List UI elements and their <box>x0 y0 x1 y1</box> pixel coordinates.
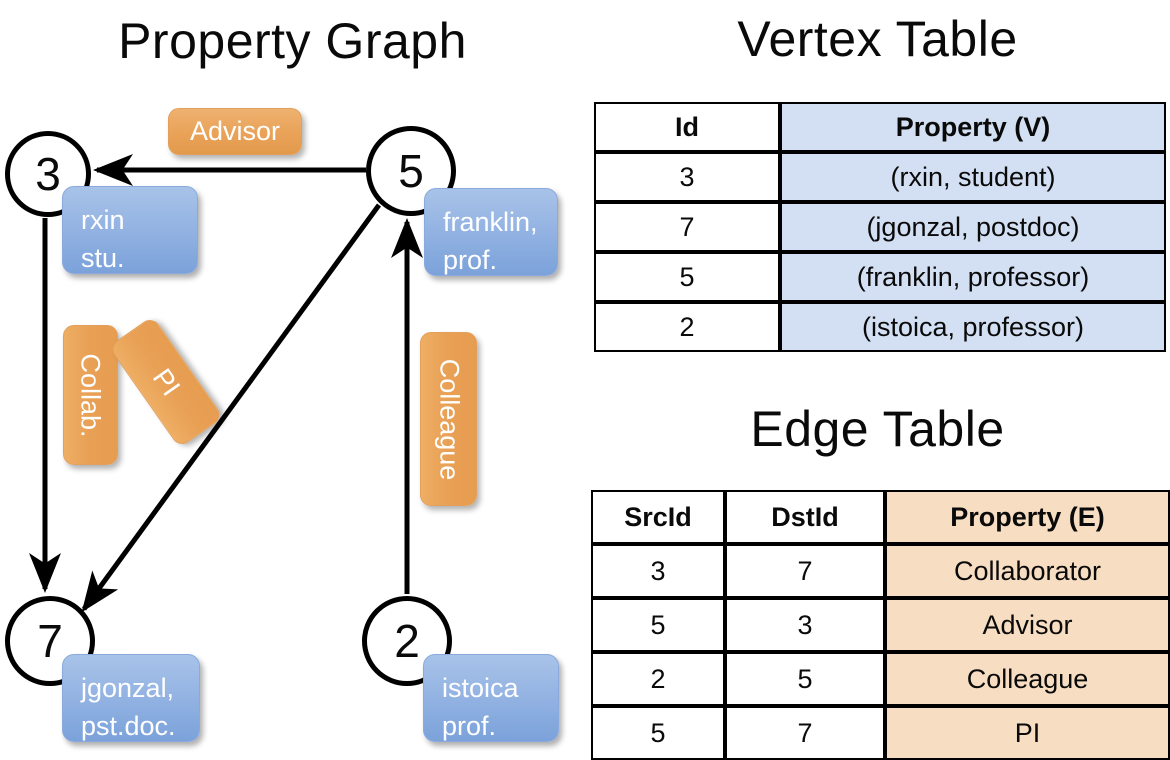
vertex-table-header-row: Id Property (V) <box>594 102 1166 152</box>
property-graph-panel: Property Graph 3 5 7 2 <box>5 13 559 742</box>
edge-table-header-property: Property (E) <box>885 490 1170 544</box>
edge-row-3-property: PI <box>885 706 1170 760</box>
vertex-property-callout-7-line2: pst.doc. <box>81 711 176 742</box>
vertex-row-1-property: (jgonzal, postdoc) <box>780 202 1166 252</box>
edge-table-header-row: SrcId DstId Property (E) <box>591 490 1170 544</box>
edge-row-0-dst: 7 <box>725 544 885 598</box>
edge-label-pi-text: PI <box>146 362 187 401</box>
page-title-edge-table: Edge Table <box>750 401 1005 457</box>
edge-row-1-dst: 3 <box>725 598 885 652</box>
vertex-property-callout-7-line1: jgonzal, <box>81 673 175 703</box>
vertex-property-callout-2-line2: prof. <box>442 711 497 742</box>
edge-label-collab-text: Collab. <box>76 352 107 438</box>
page-title-property-graph: Property Graph <box>118 13 467 69</box>
vertex-property-callout-7: jgonzal, pst.doc. <box>62 654 200 742</box>
vertex-row-3-id: 2 <box>594 302 780 352</box>
graph-node-7-label: 7 <box>37 615 63 667</box>
vertex-property-callout-2: istoica prof. <box>423 654 559 742</box>
vertex-table-header-property: Property (V) <box>780 102 1166 152</box>
vertex-row-0-property: (rxin, student) <box>780 152 1166 202</box>
page-title-vertex-table: Vertex Table <box>737 11 1018 67</box>
vertex-row-1-id: 7 <box>594 202 780 252</box>
edge-label-advisor: Advisor <box>168 108 302 155</box>
graph-edges-canvas <box>29 154 423 613</box>
graph-node-5-label: 5 <box>398 145 424 197</box>
vertex-table-header-id: Id <box>594 102 780 152</box>
table-row[interactable]: 7 (jgonzal, postdoc) <box>594 202 1166 252</box>
edge-label-collab: Collab. <box>63 325 118 465</box>
edge-row-1-src: 5 <box>591 598 725 652</box>
edge-row-3-src: 5 <box>591 706 725 760</box>
graph-node-2-label: 2 <box>394 615 420 667</box>
edge-row-1-property: Advisor <box>885 598 1170 652</box>
edge-row-2-src: 2 <box>591 652 725 706</box>
edge-table-header-dstid: DstId <box>725 490 885 544</box>
edge-row-0-property: Collaborator <box>885 544 1170 598</box>
vertex-table: Id Property (V) 3 (rxin, student) 7 (jgo… <box>594 102 1166 352</box>
vertex-property-callout-5-line1: franklin, <box>443 207 538 237</box>
edge-row-3-dst: 7 <box>725 706 885 760</box>
vertex-property-callout-5-line2: prof. <box>443 245 498 276</box>
edge-row-2-property: Colleague <box>885 652 1170 706</box>
vertex-property-callout-2-line1: istoica <box>442 673 519 703</box>
edge-row-2-dst: 5 <box>725 652 885 706</box>
vertex-row-2-id: 5 <box>594 252 780 302</box>
edge-label-colleague: Colleague <box>420 332 477 506</box>
vertex-property-callout-3-line2: stu. <box>81 243 125 274</box>
edge-label-colleague-text: Colleague <box>434 358 464 480</box>
table-row[interactable]: 3 7 Collaborator <box>591 544 1170 598</box>
vertex-row-0-id: 3 <box>594 152 780 202</box>
vertex-row-3-property: (istoica, professor) <box>780 302 1166 352</box>
edge-table-header-srcid: SrcId <box>591 490 725 544</box>
table-row[interactable]: 3 (rxin, student) <box>594 152 1166 202</box>
vertex-property-callout-5: franklin, prof. <box>424 188 558 276</box>
table-row[interactable]: 5 3 Advisor <box>591 598 1170 652</box>
vertex-property-callout-3: rxin stu. <box>62 186 198 274</box>
vertex-property-callout-3-line1: rxin <box>81 205 125 235</box>
edge-row-0-src: 3 <box>591 544 725 598</box>
edge-label-advisor-text: Advisor <box>189 116 281 146</box>
graph-node-5[interactable]: 5 <box>366 126 456 216</box>
edge-5-to-7-pi <box>81 203 382 613</box>
graph-node-2[interactable]: 2 <box>362 596 452 686</box>
table-row[interactable]: 2 (istoica, professor) <box>594 302 1166 352</box>
table-row[interactable]: 5 7 PI <box>591 706 1170 760</box>
table-row[interactable]: 2 5 Colleague <box>591 652 1170 706</box>
edge-table: SrcId DstId Property (E) 3 7 Collaborato… <box>591 490 1170 760</box>
graph-node-3-label: 3 <box>35 148 61 200</box>
table-row[interactable]: 5 (franklin, professor) <box>594 252 1166 302</box>
vertex-row-2-property: (franklin, professor) <box>780 252 1166 302</box>
